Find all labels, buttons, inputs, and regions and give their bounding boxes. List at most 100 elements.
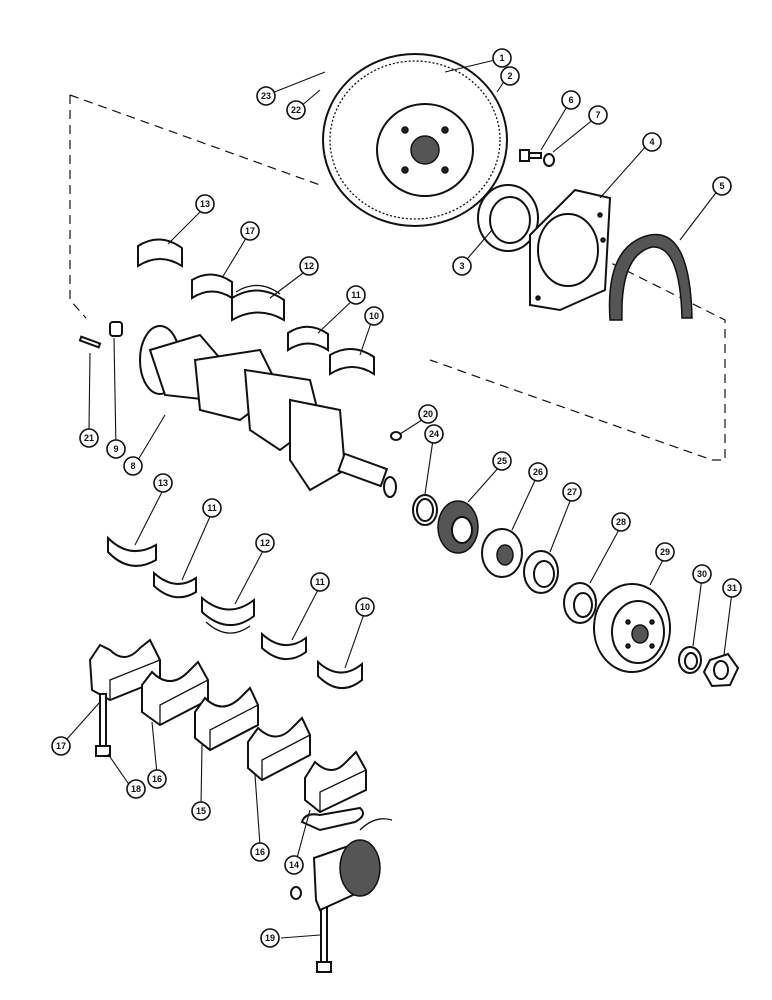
callout-21: 21 <box>79 428 99 448</box>
crankshaft-pulley <box>593 583 671 673</box>
svg-text:13: 13 <box>158 478 168 488</box>
svg-text:19: 19 <box>265 933 275 943</box>
callout-17-lower: 17 <box>51 736 71 756</box>
crankshaft <box>139 325 397 498</box>
svg-text:28: 28 <box>616 517 626 527</box>
svg-text:14: 14 <box>289 860 299 870</box>
svg-text:10: 10 <box>360 602 370 612</box>
callout-26: 26 <box>528 462 548 482</box>
callout-11-lower-b: 11 <box>310 572 330 592</box>
callout-28: 28 <box>611 512 631 532</box>
callout-15: 15 <box>191 801 211 821</box>
bearing-cap-front <box>304 750 367 814</box>
callout-10: 10 <box>364 306 384 326</box>
svg-text:22: 22 <box>291 105 301 115</box>
upper-bearing-front <box>329 348 375 376</box>
bolt-washer <box>543 153 555 167</box>
svg-text:16: 16 <box>152 774 162 784</box>
svg-text:20: 20 <box>423 409 433 419</box>
svg-text:13: 13 <box>200 199 210 209</box>
callout-27: 27 <box>562 482 582 502</box>
crank-spacer-ring <box>412 494 438 526</box>
upper-bearing-intermediate-b <box>287 325 329 352</box>
callout-14: 14 <box>284 855 304 875</box>
svg-text:30: 30 <box>697 569 707 579</box>
callout-29: 29 <box>655 542 675 562</box>
cap-bolt <box>95 693 111 757</box>
lower-bearing-rear <box>107 535 157 567</box>
callout-22: 22 <box>286 100 306 120</box>
svg-text:18: 18 <box>131 784 141 794</box>
upper-bearing-center-thrust <box>231 284 285 322</box>
svg-text:25: 25 <box>497 456 507 466</box>
callout-11-lower-a: 11 <box>202 498 222 518</box>
bearing-cap-center <box>194 686 259 752</box>
assembly-boundary-dashed <box>69 94 726 461</box>
woodruff-key <box>390 431 402 441</box>
oil-slinger <box>481 528 523 578</box>
lower-bearing-front <box>317 659 363 689</box>
svg-text:6: 6 <box>568 95 573 105</box>
svg-text:2: 2 <box>507 71 512 81</box>
leader-lines <box>66 59 733 939</box>
callout-10-lower: 10 <box>355 597 375 617</box>
svg-text:29: 29 <box>660 547 670 557</box>
callout-1: 1 <box>492 48 512 68</box>
dowel-pin <box>78 335 102 349</box>
svg-text:11: 11 <box>315 577 325 587</box>
callout-23: 23 <box>256 86 276 106</box>
callout-16-a: 16 <box>147 769 167 789</box>
rear-oil-seal <box>477 184 539 252</box>
callout-2: 2 <box>500 66 520 86</box>
upper-bearing-rear <box>137 238 183 268</box>
svg-text:21: 21 <box>84 433 94 443</box>
bearing-cap-intermediate-b <box>247 716 311 782</box>
pulley-nut <box>702 652 740 688</box>
svg-text:23: 23 <box>261 91 271 101</box>
callout-7: 7 <box>588 105 608 125</box>
svg-text:3: 3 <box>459 261 464 271</box>
svg-text:9: 9 <box>113 444 118 454</box>
crankshaft-gear <box>437 500 479 554</box>
svg-text:17: 17 <box>56 741 66 751</box>
callout-30: 30 <box>692 564 712 584</box>
flywheel-bolt <box>519 149 542 162</box>
svg-text:1: 1 <box>499 53 504 63</box>
lower-bearing-center-thrust <box>201 595 255 634</box>
front-seal-sleeve <box>563 582 597 624</box>
svg-text:24: 24 <box>429 429 439 439</box>
svg-text:12: 12 <box>260 538 270 548</box>
callout-16-b: 16 <box>250 842 270 862</box>
seal-retainer-plate <box>529 188 612 312</box>
callout-9: 9 <box>106 439 126 459</box>
callout-13-lower: 13 <box>153 473 173 493</box>
callout-12-lower: 12 <box>255 533 275 553</box>
oil-pump-bolt <box>316 905 332 973</box>
pulley-washer <box>678 646 702 674</box>
callout-12-upper: 12 <box>299 256 319 276</box>
retainer-gasket <box>608 233 693 321</box>
svg-text:5: 5 <box>719 181 724 191</box>
svg-text:4: 4 <box>649 137 654 147</box>
lower-bearing-intermediate-b <box>261 631 307 660</box>
svg-text:31: 31 <box>727 583 737 593</box>
callout-6: 6 <box>561 90 581 110</box>
callout-24: 24 <box>424 424 444 444</box>
svg-text:8: 8 <box>130 461 135 471</box>
svg-text:10: 10 <box>369 311 379 321</box>
callout-5: 5 <box>712 176 732 196</box>
upper-bearing-intermediate-a <box>191 273 233 300</box>
flywheel <box>322 53 508 227</box>
svg-text:11: 11 <box>207 503 217 513</box>
callout-18: 18 <box>126 779 146 799</box>
callout-8: 8 <box>123 456 143 476</box>
svg-text:7: 7 <box>595 110 600 120</box>
callout-4: 4 <box>642 132 662 152</box>
svg-text:15: 15 <box>196 806 206 816</box>
callout-31: 31 <box>722 578 742 598</box>
svg-text:26: 26 <box>533 467 543 477</box>
callout-11-upper: 11 <box>346 285 366 305</box>
callout-19: 19 <box>260 928 280 948</box>
oil-pump <box>290 806 393 912</box>
